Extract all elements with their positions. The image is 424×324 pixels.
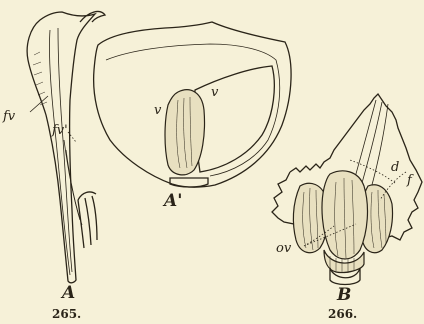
label-v-left: v	[154, 103, 162, 118]
label-d: d	[391, 160, 399, 175]
label-a: A	[60, 283, 75, 303]
label-fv-prime: fv'	[51, 123, 68, 138]
figure-number-266: 266.	[328, 307, 357, 320]
figure-266-b-drawing	[272, 94, 422, 285]
figure-265-a-drawing	[27, 11, 105, 282]
label-fv: fv	[2, 109, 16, 124]
label-a-prime: A'	[162, 191, 182, 211]
figure-number-265: 265.	[52, 307, 81, 320]
label-b: B	[336, 285, 351, 305]
label-f: f	[406, 173, 414, 188]
figure-265-a-prime-drawing	[94, 22, 291, 187]
label-ov: ov	[276, 241, 292, 256]
label-v-right: v	[211, 85, 219, 100]
